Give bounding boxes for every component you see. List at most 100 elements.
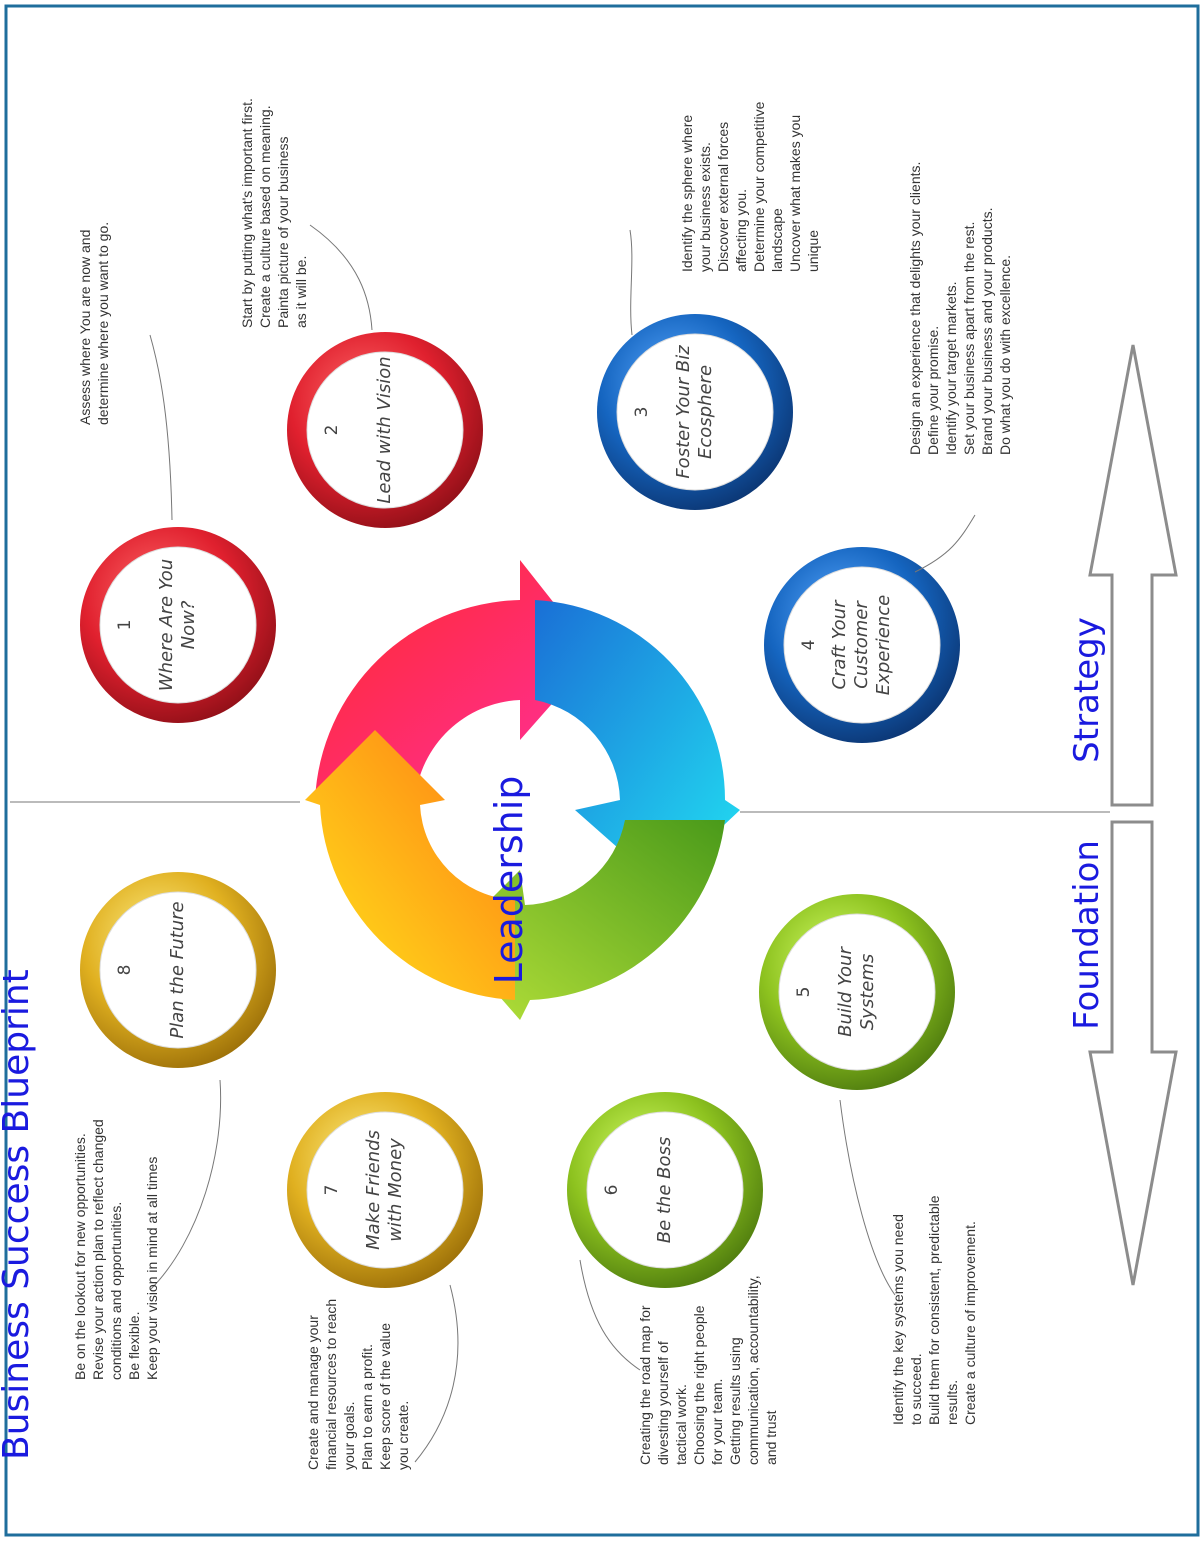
step-6-description-line: for your team. [709,1379,725,1465]
step-6-description-line: Choosing the right people [691,1305,707,1465]
step-3-number: 3 [632,407,652,418]
step-4-leader-line [914,514,976,573]
diagram-title: Business Success Blueprint [0,969,37,1460]
step-6-label-line: Be the Boss [654,1137,675,1244]
step-5-inner [778,913,936,1071]
page-frame [4,4,1200,1537]
step-4-description-line: Identify your target markets. [943,281,959,455]
step-3-description-line: affecting you. [733,189,749,272]
step-3-inner [616,333,774,491]
step-5-label-line: Build Your [835,946,856,1037]
step-1-description-line: Assess where You are now and [77,230,93,425]
cycle-arrow-blue [535,600,740,885]
step-3-description-line: Discover external forces [715,122,731,272]
step-2-description-line: Painta picture of your business [275,137,291,328]
step-7-inner [306,1111,464,1269]
step-1-inner [99,546,257,704]
strategy-arrow [1088,344,1178,807]
step-8-description-line: Be on the lookout for new opportunities. [72,1133,88,1380]
step-7-description-line: financial resources to reach [323,1299,339,1470]
step-3-description-line: your business exists. [697,142,713,272]
step-5-description-line: Identify the key systems you need [890,1214,906,1425]
step-4-number: 4 [799,640,819,651]
step-5-number: 5 [794,987,814,998]
step-4-label-line: Craft Your [829,599,850,690]
foundation-label: Foundation [1067,840,1107,1030]
step-8-leader-line [149,1079,222,1291]
step-7-description-line: Plan to earn a profit. [359,1344,375,1470]
step-2-number: 2 [322,425,342,436]
step-7-leader-line [414,1284,459,1463]
step-6-description-line: and trust [763,1410,779,1465]
step-7-label-line: with Money [385,1138,406,1242]
step-2-label-line: Lead with Vision [374,356,395,503]
step-5-description-line: Create a culture of improvement. [962,1221,978,1425]
step-6-description-line: Creating the road map for [637,1305,653,1465]
step-4-inner [783,566,941,724]
step-4-description-line: Design an experience that delights your … [907,162,923,455]
step-7-description-line: you create. [395,1401,411,1470]
step-2-inner [306,351,464,509]
step-8-description-line: Keep your vision in mind at all times [144,1157,160,1380]
center-label: Leadership [487,776,531,985]
step-4-description-line: Define your promise. [925,326,941,455]
step-6-leader-line [579,1259,641,1371]
step-7-description-line: your goals. [341,1402,357,1470]
step-6-description-line: communication, accountability, [745,1275,761,1465]
step-1-label-line: Where Are You [156,559,177,691]
step-6-description-line: Getting results using [727,1337,743,1465]
step-5-leader-line [839,1099,896,1296]
step-1-number: 1 [115,620,135,631]
step-3-label-line: Ecosphere [695,365,716,459]
step-3-description-line: Uncover what makes you [787,115,803,272]
step-4-description-line: Set your business apart from the rest. [961,222,977,455]
step-8-description-line: Be flexible. [126,1312,142,1380]
step-3-description-line: Identify the sphere where [679,115,695,272]
step-5-label-line: Systems [857,954,878,1031]
step-2: 2 Lead with Vision Start by putting what's… [239,98,483,528]
step-6-description-line: divesting yourself of [655,1341,671,1465]
step-6-number: 6 [602,1185,622,1196]
foundation-arrow [1088,820,1178,1286]
step-6-inner [586,1111,744,1269]
step-2-description-line: as it will be. [293,256,309,328]
cycle-arrow-yellow [305,730,515,1000]
step-7-label-line: Make Friends [363,1130,384,1250]
step-5-description-line: results. [944,1380,960,1425]
step-2-description-line: Start by putting what's important first. [239,98,255,328]
step-6-description-line: tactical work. [673,1384,689,1465]
cycle-arrow-green [450,820,725,1020]
step-8-number: 8 [115,965,135,976]
strategy-foundation-arrow: Strategy Foundation [1067,344,1178,1286]
step-3-description-line: landscape [769,208,785,272]
step-4-label-line: Experience [873,595,894,695]
step-4-description-line: Do what you do with excellence. [997,255,1013,455]
step-5-description-line: Build them for consistent, predictable [926,1195,942,1425]
step-2-leader-line [309,224,373,331]
step-8-inner [99,891,257,1049]
step-3-description-line: Determine your competitive [751,101,767,272]
step-7-description-line: Keep score of the value [377,1323,393,1470]
step-1-description-line: determine where you want to go. [95,222,111,425]
strategy-label: Strategy [1067,617,1107,763]
step-7-description-line: Create and manage your [305,1315,321,1470]
step-4-label-line: Customer [851,600,872,689]
step-7-number: 7 [322,1185,342,1196]
step-8-label-line: Plan the Future [167,901,188,1038]
step-3-description-line: unique [805,230,821,272]
step-8: 8 Plan the Future Be on the lookout for ne… [72,872,276,1380]
step-2-description-line: Create a culture based on meaning. [257,105,273,328]
step-1-label-line: Now? [178,600,199,649]
step-3-leader-line [629,229,633,336]
step-8-description-line: Revise your action plan to reflect chang… [90,1119,106,1380]
step-8-description-line: conditions and opportunities. [108,1202,124,1380]
step-3-label-line: Foster Your Biz [673,345,694,479]
